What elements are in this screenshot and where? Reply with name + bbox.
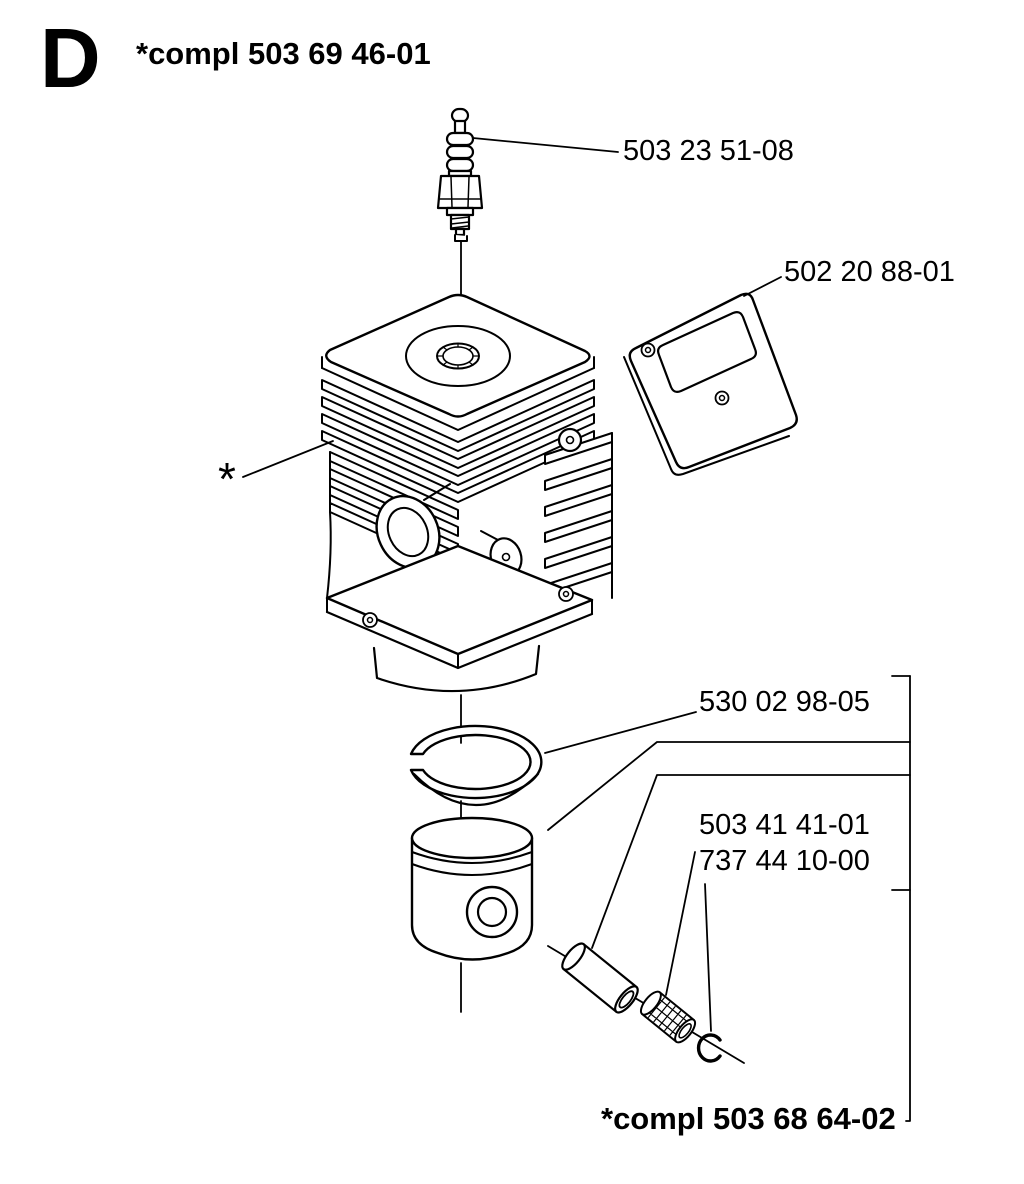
top-assembly-label: *compl 503 69 46-01 — [136, 36, 431, 71]
cylinder-drawing — [321, 293, 613, 693]
circlip-drawing — [696, 1033, 722, 1063]
section-letter: D — [40, 11, 101, 105]
piston-drawing — [410, 816, 534, 961]
needle-bearing-drawing — [639, 990, 697, 1044]
cylinder-asterisk: * — [218, 453, 236, 505]
circlip-label: 503 41 41-01 — [699, 809, 870, 841]
piston-ring-label: 530 02 98-05 — [699, 686, 870, 718]
assembly-bracket — [891, 675, 911, 1122]
needle-bearing-label: 737 44 10-00 — [699, 845, 870, 877]
spark-plug-label: 503 23 51-08 — [623, 135, 794, 167]
muffler-gasket-label: 502 20 88-01 — [784, 256, 955, 288]
piston-ring-drawing — [409, 724, 543, 806]
bottom-assembly-label: *compl 503 68 64-02 — [601, 1101, 896, 1136]
spark-plug-drawing — [436, 107, 484, 242]
leader-lines — [242, 137, 911, 1032]
piston-pin-drawing — [561, 942, 639, 1014]
muffler-gasket-drawing — [623, 292, 798, 476]
